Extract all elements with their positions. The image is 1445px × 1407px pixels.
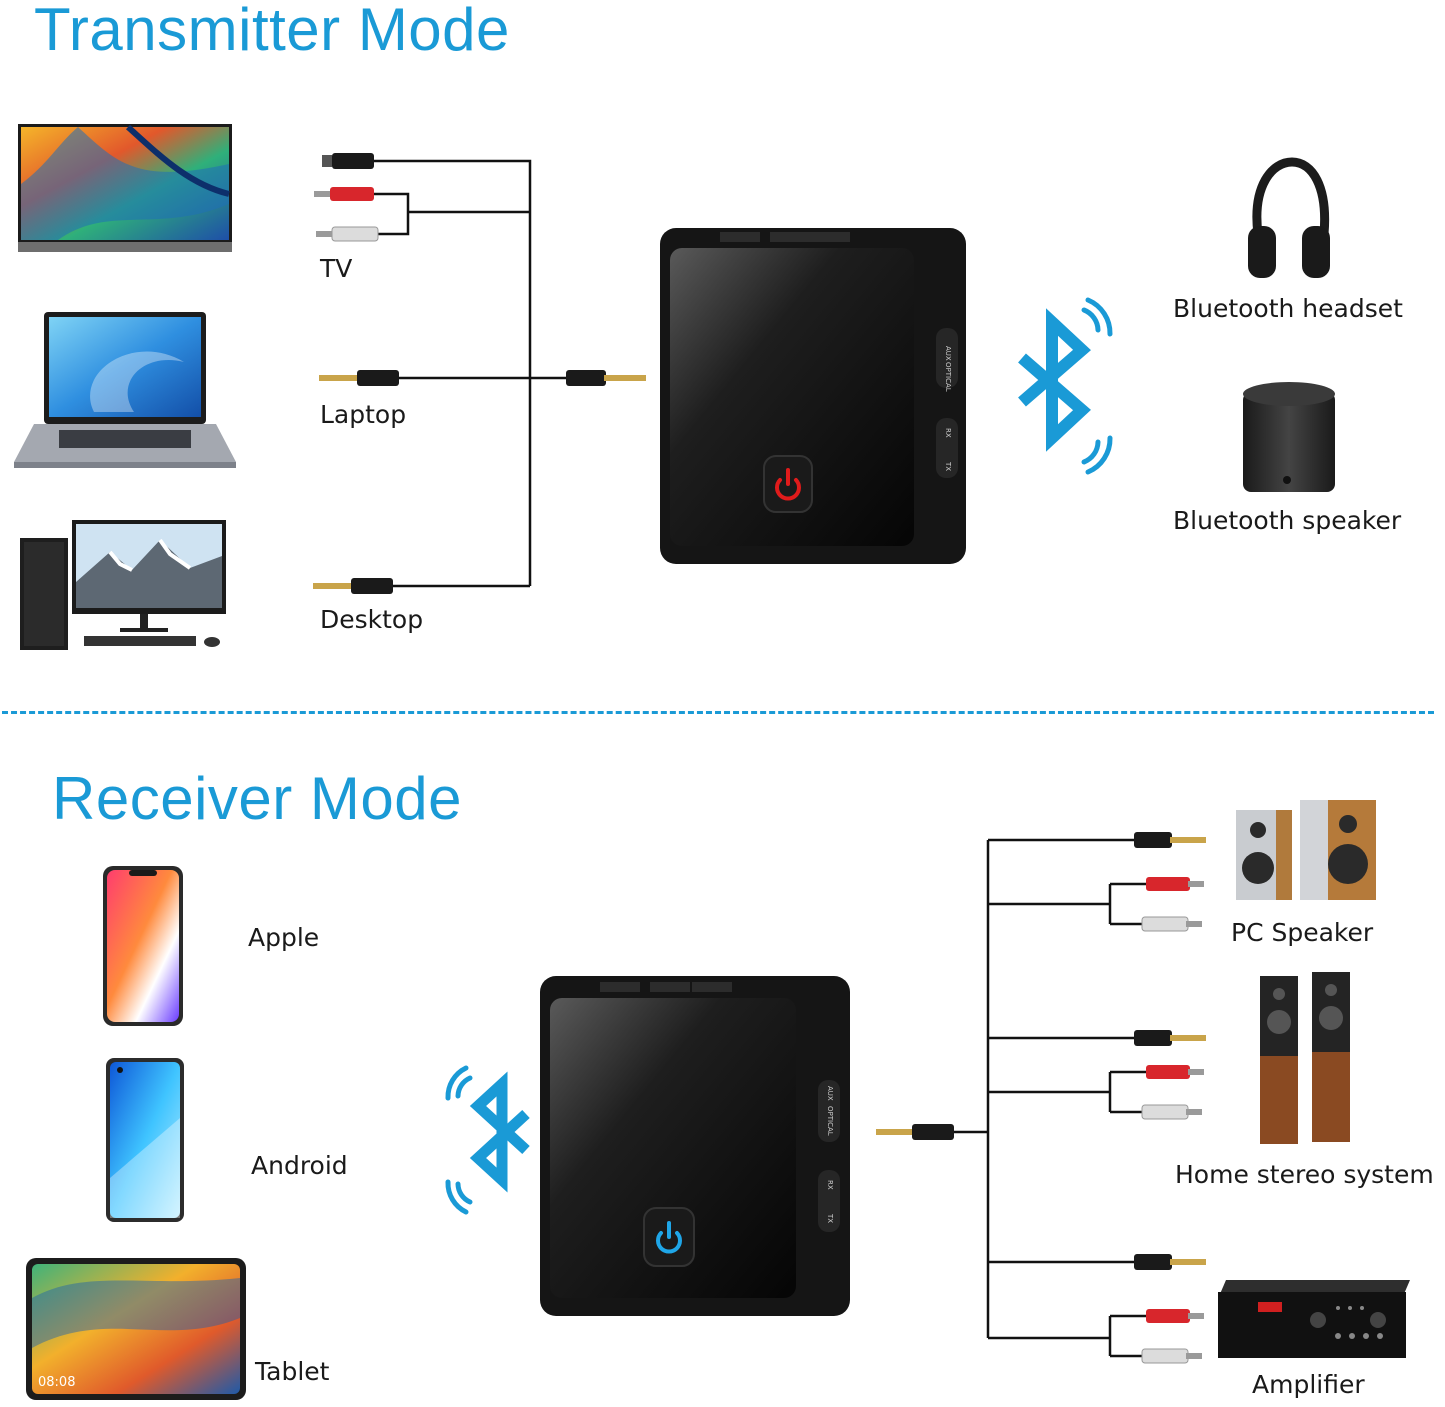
rca-plug-white [316,226,379,242]
receiver-wiring [876,832,1206,1364]
optical-plug [322,153,374,169]
tablet-clock: 08:08 [38,1375,75,1390]
source-label-laptop: Laptop [320,400,407,429]
aux-plug-receiver [876,1124,954,1140]
output-label-headset: Bluetooth headset [1173,294,1403,323]
output-label-speaker: Bluetooth speaker [1173,506,1402,535]
receiver-mode-title: Receiver Mode [52,765,463,832]
source-label-tablet: Tablet [255,1357,330,1386]
speaker-icon [1243,382,1335,492]
power-button [763,455,813,513]
rx-switch-label: RX [944,428,952,438]
rx-switch-label-rx: RX [826,1180,834,1190]
bluetooth-icon-receive [445,1065,530,1215]
aux-switch-label-rx: AUX [826,1086,834,1101]
floor-speakers-icon [1260,972,1350,1144]
source-label-apple: Apple [248,923,320,952]
android-phone-icon [106,1058,184,1222]
aux-plug-device [566,370,646,386]
source-label-desktop: Desktop [320,605,424,634]
transmitter-wiring [313,153,646,594]
rca-plug-red [314,187,374,201]
iphone-icon [103,866,183,1026]
section-divider [2,711,1434,714]
bluetooth-icon-transmit [1018,297,1113,475]
pc-speakers-icon [1236,800,1376,900]
aux-switch-label: AUX [944,346,952,361]
tablet-icon: 08:08 [26,1258,246,1400]
source-label-android: Android [251,1151,348,1180]
tx-switch-label-rx: TX [826,1213,834,1223]
aux-plug-desktop [313,578,393,594]
output-label-amplifier: Amplifier [1252,1370,1365,1399]
optical-switch-label-rx: OPTICAL [826,1106,834,1136]
power-button-rx [643,1207,695,1267]
output-label-pc-speaker: PC Speaker [1231,918,1374,947]
tv-icon [18,124,232,252]
output-label-home-stereo: Home stereo system [1175,1160,1434,1189]
transmitter-device: AUX OPTICAL RX TX [660,228,966,564]
optical-switch-label: OPTICAL [944,362,952,392]
headphones-icon [1248,157,1330,278]
transmitter-mode-title: Transmitter Mode [34,0,510,63]
amplifier-icon [1218,1280,1410,1358]
desktop-computer-icon [20,520,226,650]
source-label-tv: TV [320,254,353,283]
laptop-icon [14,312,236,468]
aux-plug-laptop [319,370,399,386]
tx-switch-label: TX [944,461,952,471]
receiver-device: AUX OPTICAL RX TX [540,976,850,1316]
